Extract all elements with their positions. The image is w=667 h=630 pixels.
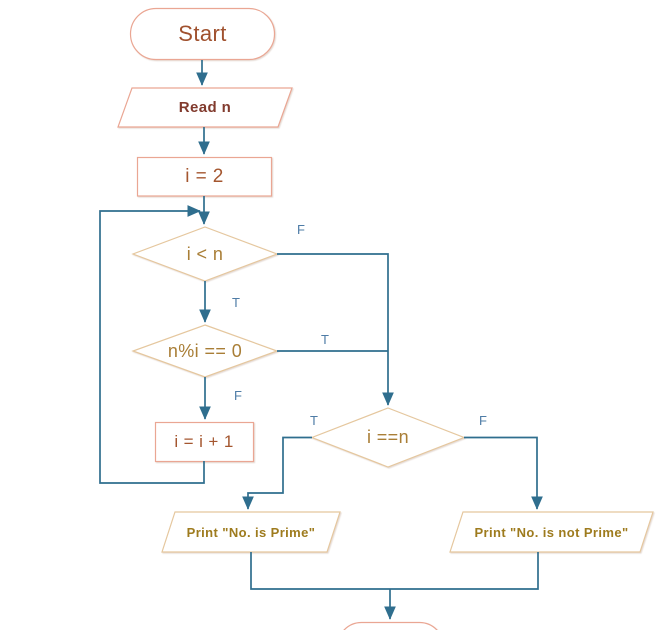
branch-label-eq-true: T: [310, 412, 318, 428]
start-terminator-shape: [129, 7, 276, 61]
start-label: Start: [178, 21, 227, 46]
print-prime-label: Print "No. is Prime": [186, 524, 316, 540]
branch-label-eq-false: F: [479, 412, 487, 428]
mod-decision-label: n%i == 0: [167, 340, 243, 361]
read-n-label: Read n: [178, 99, 232, 116]
edge-eq-false-to-print-not-prime: [464, 436, 543, 510]
edge-eq-true-to-print-prime: [242, 436, 312, 510]
read-n-io-shape: [117, 87, 293, 128]
eq-decision-label: i ==n: [366, 427, 410, 447]
init-process-shape: [136, 156, 273, 197]
increment-process-shape: [154, 421, 255, 463]
eq-decision-shape: [310, 407, 466, 468]
branch-label-less-true: T: [232, 294, 240, 310]
edge-prints-merge: [250, 552, 539, 590]
branch-label-mod-true: T: [321, 331, 329, 347]
end-terminator-shape: [343, 621, 438, 630]
increment-label: i = i + 1: [174, 432, 234, 451]
branch-label-less-false: F: [297, 221, 305, 237]
node-shapes: [117, 7, 654, 630]
print-not-prime-io-shape: [449, 511, 654, 553]
print-not-prime-label: Print "No. is not Prime": [474, 524, 629, 540]
less-decision-label: i < n: [186, 243, 224, 264]
print-prime-io-shape: [161, 511, 341, 553]
branch-label-mod-false: F: [234, 387, 242, 403]
edge-increment-loop-back: [99, 205, 205, 484]
init-label: i = 2: [185, 165, 224, 187]
connectors: [99, 60, 543, 620]
edge-less-false-to-eq: [277, 253, 394, 406]
